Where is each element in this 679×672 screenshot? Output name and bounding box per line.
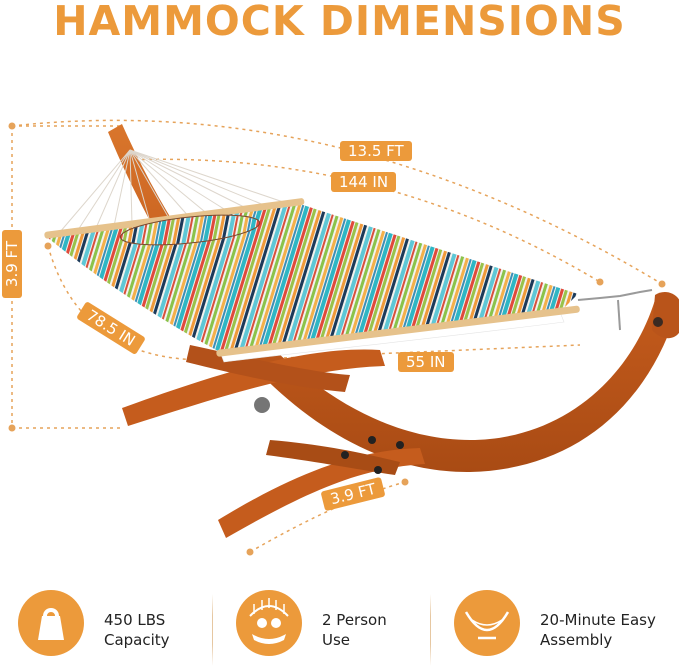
feature-persons-line1: 2 Person xyxy=(322,611,387,629)
weight-icon xyxy=(38,608,64,640)
feature-assembly: 20-Minute Easy Assembly xyxy=(454,582,674,672)
feature-persons-line2: Use xyxy=(322,631,351,649)
feature-capacity-line2: Capacity xyxy=(104,631,170,649)
pillow-icon xyxy=(119,214,261,246)
hammock-bed xyxy=(44,198,580,363)
height-ft-label: 3.9 FT xyxy=(2,230,22,298)
two-person-icon xyxy=(249,598,289,644)
feature-divider xyxy=(212,594,213,666)
feature-assembly-line2: Assembly xyxy=(540,631,613,649)
length-in-label: 144 IN xyxy=(331,172,397,192)
feature-divider xyxy=(430,594,431,666)
length-ft-label: 13.5 FT xyxy=(340,141,412,161)
feature-capacity-line1: 450 LBS xyxy=(104,611,166,629)
feature-strip: 450 LBS Capacity 2 Person Use xyxy=(0,582,679,672)
page-title: HAMMOCK DIMENSIONS xyxy=(53,0,626,45)
feature-assembly-line1: 20-Minute Easy xyxy=(540,611,656,629)
feature-persons: 2 Person Use xyxy=(236,582,426,672)
bed-width-label: 55 IN xyxy=(398,352,454,372)
hammock-stand-icon xyxy=(464,611,510,640)
hammock-illustration xyxy=(8,119,679,556)
feature-capacity: 450 LBS Capacity xyxy=(18,582,208,672)
